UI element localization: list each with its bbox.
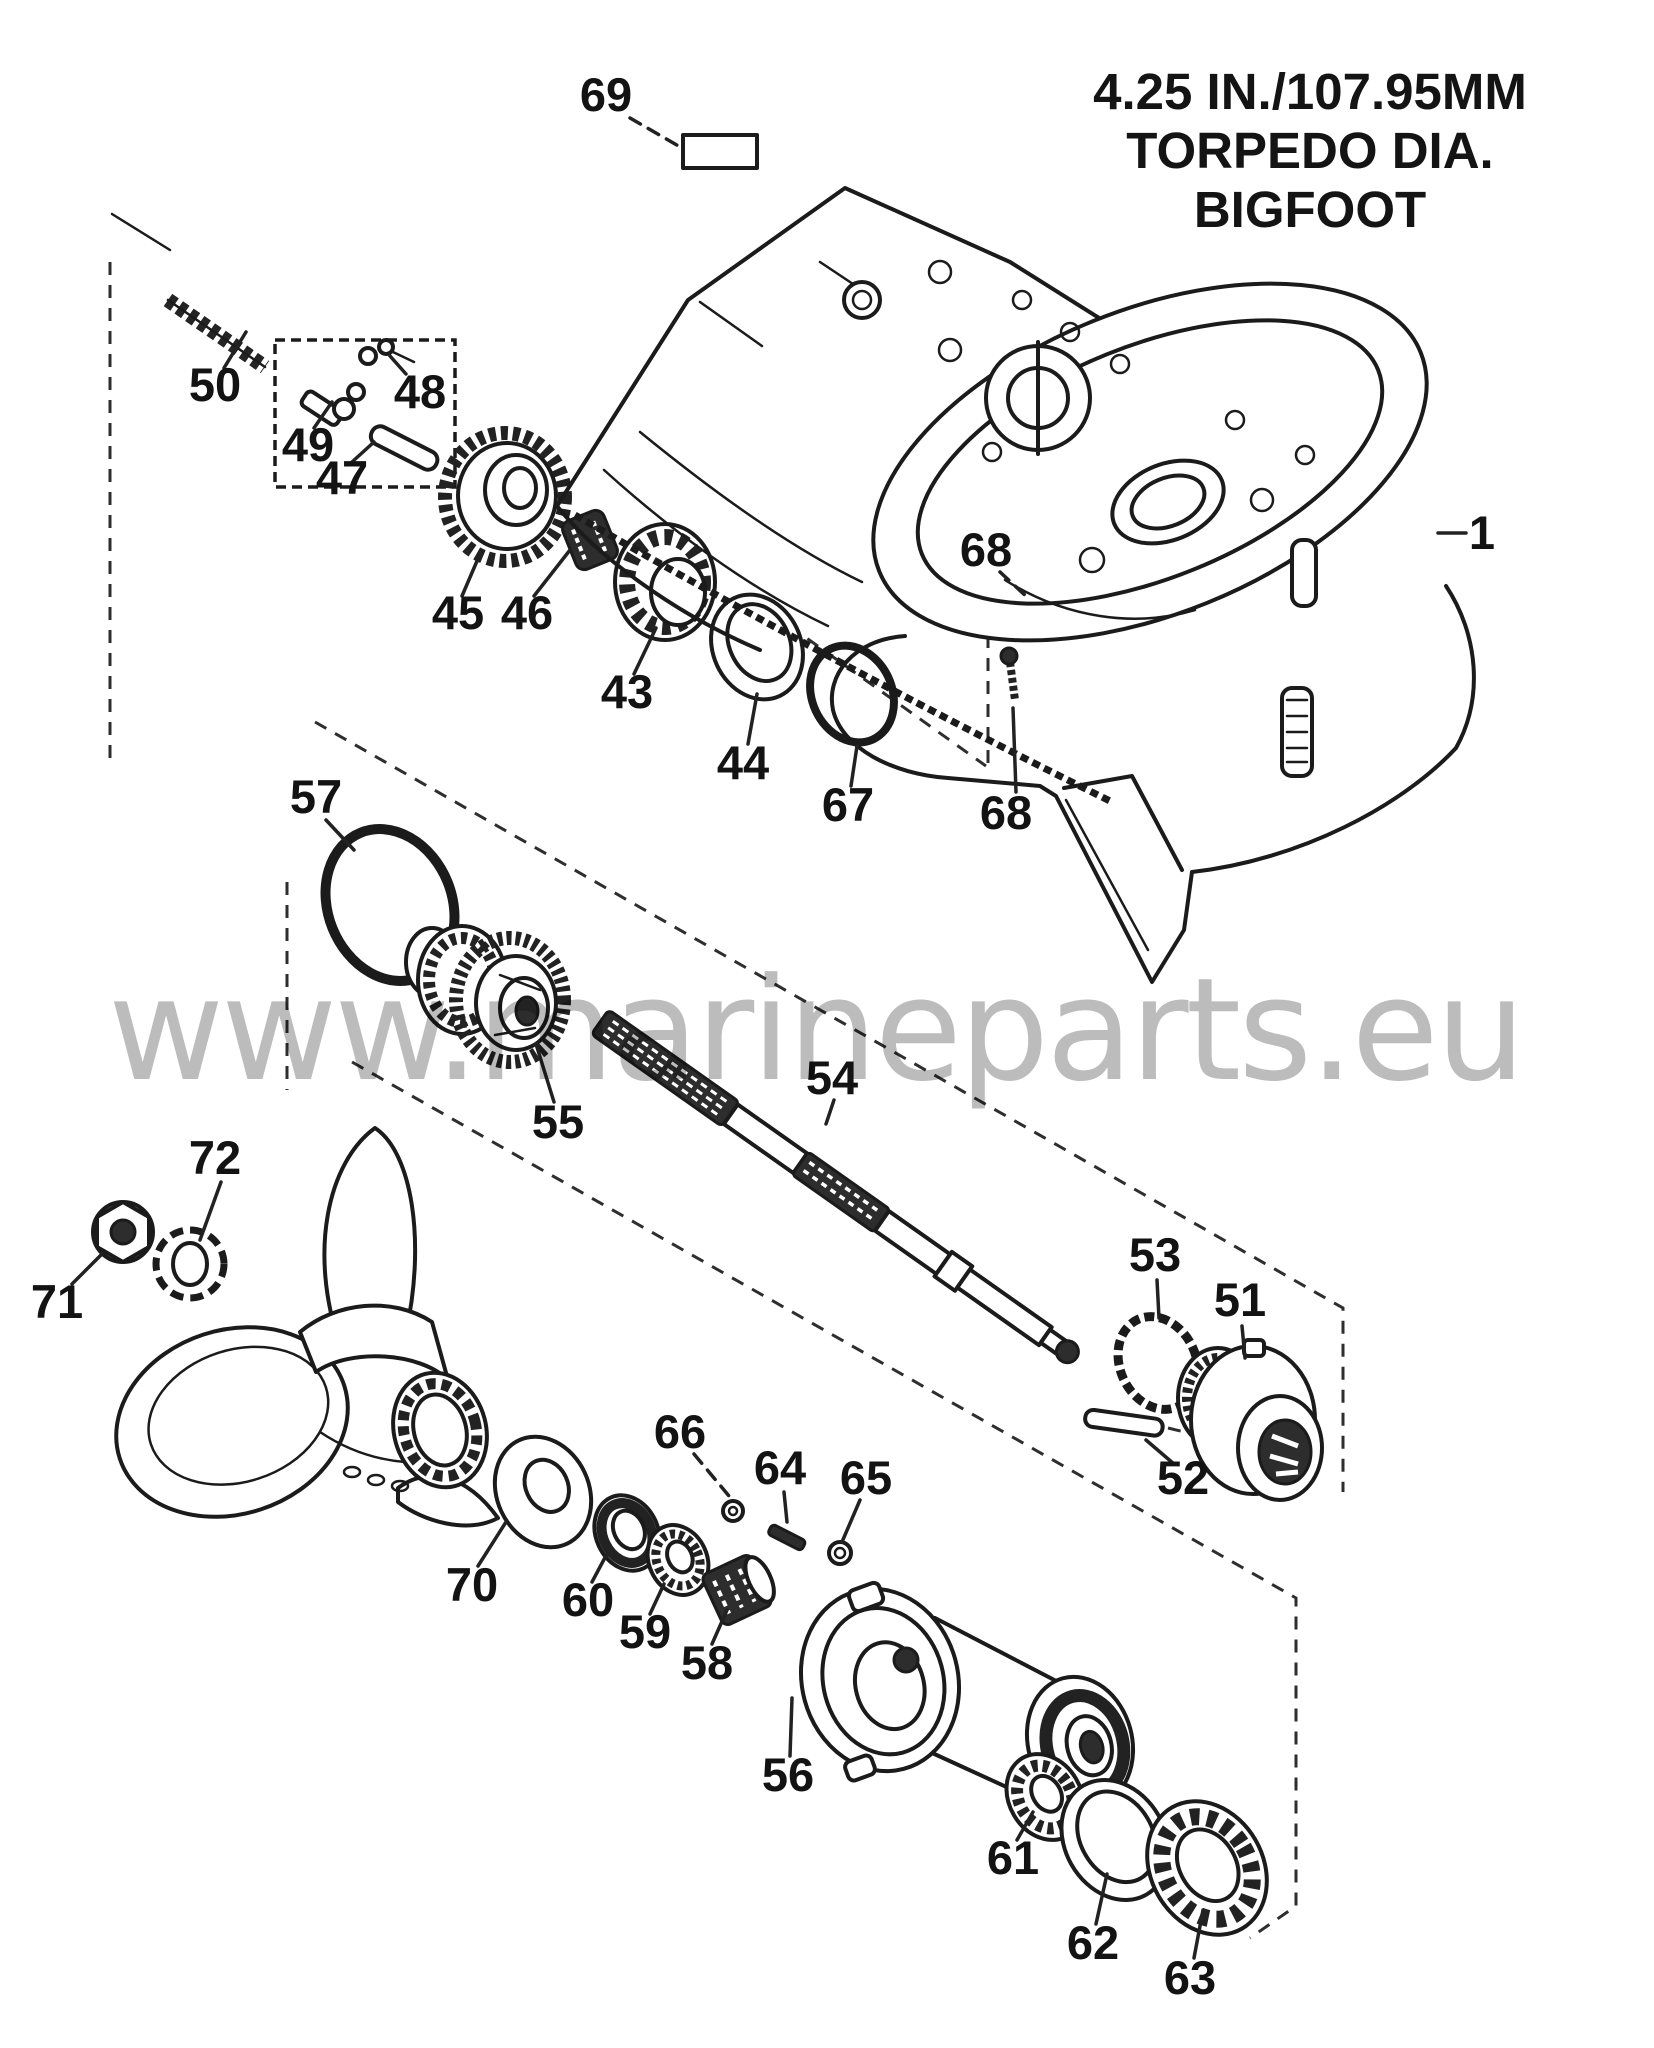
leader-line-47 [350, 440, 376, 464]
leader-line-65 [840, 1498, 862, 1544]
part-label-72: 72 [189, 1131, 241, 1184]
leader-line-56 [788, 1696, 794, 1758]
part-label-45: 45 [432, 586, 484, 639]
title-line-1: 4.25 IN./107.95MM [1093, 63, 1527, 120]
part-label-46: 46 [501, 586, 553, 639]
part-label-52: 52 [1157, 1451, 1209, 1504]
leader-line-49 [312, 400, 334, 430]
leader-line-62 [1094, 1872, 1109, 1926]
part-label-48: 48 [394, 365, 446, 418]
part-label-1: 1 [1469, 506, 1495, 559]
part-66-nut [721, 1499, 745, 1523]
title-block: 4.25 IN./107.95MM TORPEDO DIA. BIGFOOT [1078, 62, 1542, 239]
part-51-carrier-cap [1176, 1338, 1324, 1502]
part-label-43: 43 [601, 665, 653, 718]
title-line-2: TORPEDO DIA. [1126, 122, 1494, 179]
leader-line-57 [324, 818, 356, 852]
part-65-ring [827, 1540, 853, 1566]
part-label-47: 47 [316, 451, 368, 504]
part-52-pin [1083, 1407, 1165, 1438]
part-60-seal [592, 1493, 662, 1573]
part-label-57: 57 [290, 770, 342, 823]
part-label-49: 49 [282, 418, 334, 471]
part-label-54: 54 [806, 1051, 858, 1104]
part-label-67: 67 [822, 778, 874, 831]
leader-line-44 [746, 692, 759, 746]
hardware-box-47-48-49 [273, 338, 457, 489]
leader-line-68 [1011, 706, 1018, 794]
title-line-3: BIGFOOT [1193, 181, 1427, 238]
part-72-tab-washer [152, 1226, 228, 1302]
part-label-63: 63 [1164, 1951, 1216, 2004]
part-69-plate [681, 133, 759, 170]
leader-line-72 [198, 1180, 223, 1242]
part-70-thrust-washer [492, 1434, 594, 1550]
part-50-stud [163, 293, 270, 374]
part-label-69: 69 [580, 68, 632, 121]
leader-line-64 [782, 1490, 789, 1524]
part-68-screw-lower [999, 646, 1019, 701]
leader-line-66 [692, 1452, 736, 1504]
leader-line-67 [849, 744, 859, 788]
leader-line-43 [632, 626, 658, 676]
part-label-70: 70 [446, 1558, 498, 1611]
part-label-61: 61 [987, 1831, 1039, 1884]
leader-line-68 [998, 570, 1030, 600]
leader-line-52 [1144, 1438, 1176, 1466]
leader-line-69 [628, 116, 684, 150]
part-label-65: 65 [840, 1451, 892, 1504]
part-55-forward-gear [404, 924, 571, 1069]
part-64-key [767, 1523, 807, 1552]
part-58-sleeve [701, 1554, 776, 1626]
leader-line-45 [460, 552, 482, 598]
part-label-68: 68 [960, 523, 1012, 576]
propeller [114, 1126, 500, 1528]
part-label-56: 56 [762, 1748, 814, 1801]
part-label-50: 50 [189, 358, 241, 411]
leader-line-46 [532, 548, 572, 598]
leader-line-71 [70, 1252, 104, 1286]
part-67-o-ring [806, 641, 898, 747]
part-43-tapered-bearing [613, 522, 717, 642]
part-label-59: 59 [619, 1605, 671, 1658]
leader-line-63 [1192, 1908, 1205, 1960]
part-label-71: 71 [31, 1275, 83, 1328]
part-label-55: 55 [532, 1095, 584, 1148]
part-label-62: 62 [1067, 1916, 1119, 1969]
part-label-44: 44 [717, 736, 769, 789]
leader-line-61 [1015, 1810, 1035, 1842]
leader-line-59 [648, 1582, 666, 1616]
part-label-58: 58 [681, 1636, 733, 1689]
part-label-68: 68 [980, 786, 1032, 839]
part-62-washer [1059, 1777, 1171, 1903]
part-59-bearing [645, 1523, 711, 1597]
part-45-pinion-gear [438, 426, 572, 568]
part-54-prop-shaft [591, 1010, 1080, 1365]
leader-line-55 [534, 1042, 556, 1104]
part-71-prop-nut [91, 1200, 155, 1264]
leader-line-58 [710, 1608, 729, 1646]
leader-line-53 [1155, 1278, 1161, 1320]
part-label-66: 66 [654, 1405, 706, 1458]
part-63-thrust-bearing [1145, 1799, 1269, 1937]
leader-line-51 [1240, 1324, 1247, 1360]
leader-line-60 [590, 1548, 611, 1584]
part-label-51: 51 [1214, 1273, 1266, 1326]
leader-line-70 [476, 1520, 508, 1568]
gearcase-housing [555, 186, 1476, 984]
leader-line-50 [222, 330, 248, 370]
part-label-64: 64 [754, 1441, 806, 1494]
watermark: www.marineparts.eu [108, 948, 1526, 1113]
leader-line-48 [388, 354, 408, 376]
leader-line-54 [824, 1098, 836, 1126]
part-label-53: 53 [1129, 1228, 1181, 1281]
part-label-60: 60 [562, 1573, 614, 1626]
